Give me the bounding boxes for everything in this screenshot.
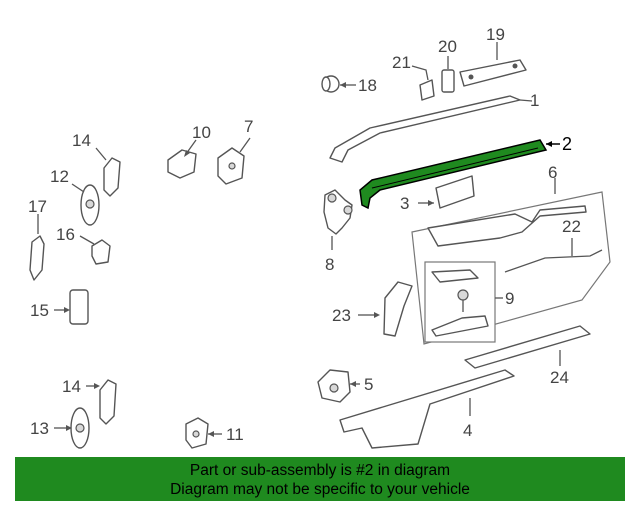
label-24: 24 <box>550 368 569 387</box>
parts-diagram: 18 21 20 19 1 2 3 <box>28 25 611 449</box>
label-12: 12 <box>50 167 69 186</box>
label-13: 13 <box>30 419 49 438</box>
label-6: 6 <box>548 163 557 182</box>
part-20-clip: 20 <box>438 37 457 93</box>
label-22: 22 <box>562 217 581 236</box>
label-15: 15 <box>30 301 49 320</box>
part-2-highlighted-rail: 2 <box>359 134 572 210</box>
label-1: 1 <box>530 91 539 110</box>
label-21: 21 <box>392 53 411 72</box>
label-5: 5 <box>364 375 373 394</box>
label-23: 23 <box>332 306 351 325</box>
part-18-roller: 18 <box>321 75 377 95</box>
part-7-hinge: 7 <box>217 117 253 185</box>
info-banner: Part or sub-assembly is #2 in diagram Di… <box>15 457 625 501</box>
banner-line-2: Diagram may not be specific to your vehi… <box>170 481 470 498</box>
part-8-roller-assembly: 8 <box>323 189 353 274</box>
label-19: 19 <box>486 25 505 44</box>
part-14-hinge-lower: 14 <box>62 377 117 425</box>
part-10-block: 10 <box>167 123 211 179</box>
part-15-cover: 15 <box>30 289 89 325</box>
part-24-sill: 24 <box>464 325 591 387</box>
part-1-rail: 1 <box>329 91 539 163</box>
label-3: 3 <box>400 194 409 213</box>
part-3-bracket: 3 <box>400 175 475 213</box>
label-16: 16 <box>56 225 75 244</box>
part-17-check-arm: 17 <box>28 197 47 281</box>
part-14-hinge-upper: 14 <box>72 131 121 197</box>
part-16-bracket: 16 <box>56 225 111 265</box>
part-21-bracket: 21 <box>392 53 435 101</box>
label-17: 17 <box>28 197 47 216</box>
label-2: 2 <box>562 134 572 154</box>
label-11: 11 <box>226 425 244 444</box>
label-20: 20 <box>438 37 457 56</box>
label-8: 8 <box>325 255 334 274</box>
label-9: 9 <box>505 289 514 308</box>
part-12-hinge-plate: 12 <box>50 167 100 226</box>
part-19-plate: 19 <box>459 25 527 87</box>
label-14-lower: 14 <box>62 377 81 396</box>
part-13-hinge-plate: 13 <box>30 407 90 449</box>
label-14-upper: 14 <box>72 131 91 150</box>
banner-line-1: Part or sub-assembly is #2 in diagram <box>189 462 451 479</box>
part-4-rocker: 4 <box>339 369 515 449</box>
label-18: 18 <box>358 76 377 95</box>
label-10: 10 <box>192 123 211 142</box>
part-6-assembly-box: 6 22 9 <box>411 163 611 345</box>
part-23-bracket: 23 <box>332 281 413 337</box>
label-4: 4 <box>463 421 472 440</box>
part-11-bracket: 11 <box>185 417 244 449</box>
label-7: 7 <box>244 117 253 136</box>
part-5-striker: 5 <box>317 369 373 403</box>
